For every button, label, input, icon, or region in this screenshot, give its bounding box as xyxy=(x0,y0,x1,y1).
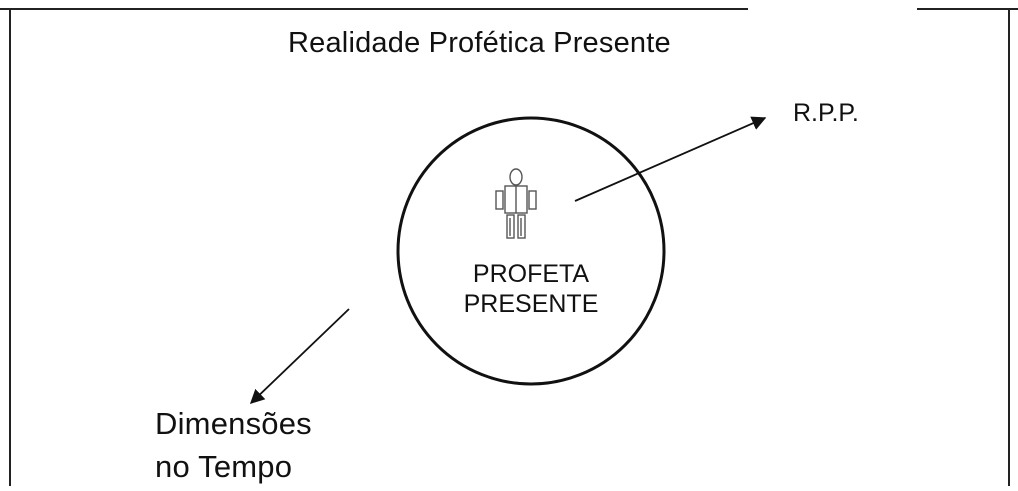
center-label-line-1: PROFETA xyxy=(472,260,590,288)
arrow-to-rpp xyxy=(574,116,767,202)
dimensions-label-line-1: Dimensões xyxy=(155,406,312,441)
rpp-label: R.P.P. xyxy=(793,99,859,127)
center-label-line-2: PRESENTE xyxy=(463,290,599,318)
arrow-to-dimensoes xyxy=(249,308,350,404)
diagram-title: Realidade Profética Presente xyxy=(288,27,671,59)
dimensions-label-line-2: no Tempo xyxy=(155,449,293,484)
center-circle xyxy=(396,116,666,386)
person-figure-icon xyxy=(495,168,537,239)
